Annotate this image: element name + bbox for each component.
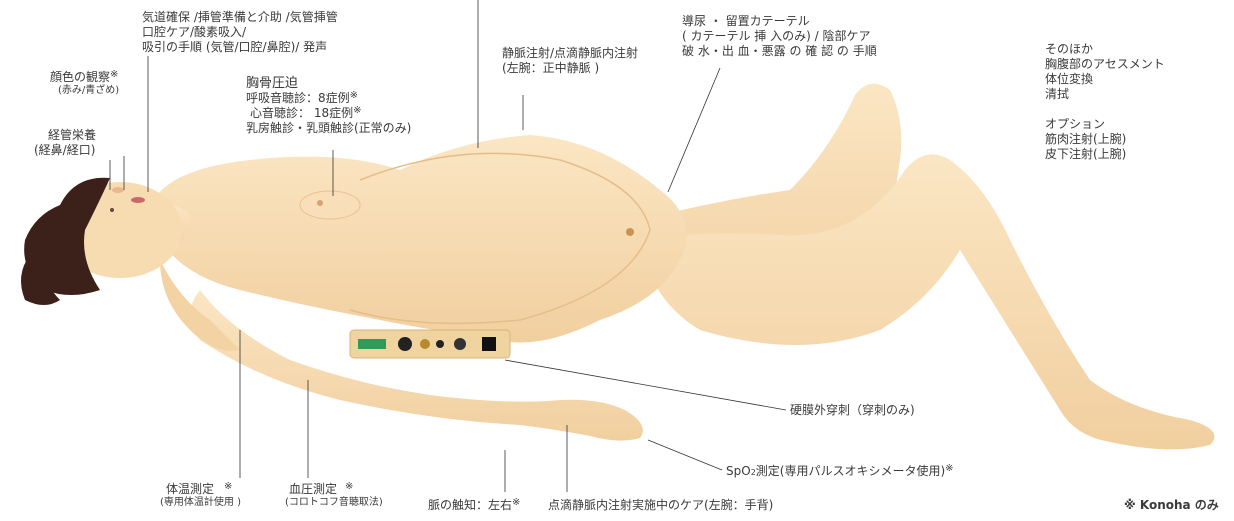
tube-feeding-sub: (経鼻/経口)	[34, 143, 96, 158]
catheter-label: 導尿 ・ 留置カテーテル ( カテーテル 挿 入のみ) / 陰部ケア 破 水・出…	[682, 14, 877, 59]
catheter-line-2: ( カテーテル 挿 入のみ) / 陰部ケア	[682, 29, 877, 44]
epidural-label: 硬膜外穿刺（穿刺のみ)	[790, 403, 915, 418]
option-item-2: 皮下注射(上腕)	[1045, 147, 1165, 162]
bp-mark: ※	[337, 481, 353, 492]
other-label: そのほか 胸腹部のアセスメント 体位変換 清拭 オプション 筋肉注射(上腕) 皮…	[1045, 42, 1165, 162]
leader-spo2	[648, 440, 722, 470]
footnote-mark: ※	[1124, 498, 1136, 512]
chest-label: 胸骨圧迫 呼吸音聴診：8症例※ 心音聴診： 18症例※ 乳房触診・乳頭触診(正常…	[246, 76, 411, 136]
airway-line-3: 吸引の手順 (気管/口腔/鼻腔)/ 発声	[142, 40, 338, 55]
pulse-text: 脈の触知：左右	[428, 498, 512, 512]
bp-sub: (コロトコフ音聴取法)	[285, 497, 383, 509]
breast-palpation: 乳房触診・乳頭触診(正常のみ)	[246, 121, 411, 136]
other-title: そのほか	[1045, 42, 1165, 57]
spo2-text: 測定(専用パルスオキシメータ使用)	[756, 464, 945, 478]
tube-feeding-label: 経管栄養 (経鼻/経口)	[34, 128, 96, 158]
chest-title: 胸骨圧迫	[246, 76, 411, 91]
torso	[150, 135, 687, 343]
pulse-label: 脈の触知：左右※	[428, 498, 520, 513]
other-item-1: 胸腹部のアセスメント	[1045, 57, 1165, 72]
spo2-mark: ※	[945, 463, 953, 474]
face-color-sub: (赤み/青ざめ)	[50, 85, 119, 97]
tube-feeding-title: 経管栄養	[34, 128, 96, 143]
spo2-prefix: SpO	[726, 464, 751, 478]
airway-label: 気道確保 /挿管準備と介助 /気管挿管 口腔ケア/酸素吸入/ 吸引の手順 (気管…	[142, 10, 338, 55]
iv-line-2: (左腕：正中静脈 )	[502, 61, 638, 76]
heart-sounds: 心音聴診： 18症例	[250, 106, 353, 120]
other-item-3: 清拭	[1045, 87, 1165, 102]
catheter-line-1: 導尿 ・ 留置カテーテル	[682, 14, 877, 29]
bp-title: 血圧測定	[289, 482, 337, 496]
breath-sounds: 呼吸音聴診：8症例	[246, 91, 350, 105]
other-item-2: 体位変換	[1045, 72, 1165, 87]
face-color-mark: ※	[110, 69, 118, 80]
option-item-1: 筋肉注射(上腕)	[1045, 132, 1165, 147]
temp-label: 体温測定※ (専用体温計使用 )	[160, 482, 241, 509]
footnote-text: Konoha のみ	[1140, 498, 1219, 512]
spo2-label: SpO2測定(専用パルスオキシメータ使用)※	[726, 464, 954, 480]
face-color-title: 顔色の観察	[50, 70, 110, 84]
iv-label: 静脈注射/点滴静脈内注射 (左腕：正中静脈 )	[502, 46, 638, 76]
temp-title: 体温測定	[166, 482, 214, 496]
iv-line-1: 静脈注射/点滴静脈内注射	[502, 46, 638, 61]
pulse-mark: ※	[512, 497, 520, 508]
iv-care-label: 点滴静脈内注射実施中のケア(左腕：手背)	[548, 498, 773, 513]
option-title: オプション	[1045, 117, 1165, 132]
temp-mark: ※	[214, 481, 232, 492]
face-color-label: 顔色の観察※ (赤み/青ざめ)	[50, 70, 119, 97]
footnote: ※ Konoha のみ	[1124, 498, 1219, 513]
breast	[300, 191, 360, 219]
right-leg	[640, 154, 1215, 449]
airway-line-2: 口腔ケア/酸素吸入/	[142, 25, 338, 40]
temp-sub: (専用体温計使用 )	[160, 497, 241, 509]
leader-catheter	[668, 68, 720, 192]
bp-label: 血圧測定※ (コロトコフ音聴取法)	[285, 482, 383, 509]
airway-line-1: 気道確保 /挿管準備と介助 /気管挿管	[142, 10, 338, 25]
catheter-line-3: 破 水・出 血・悪露 の 確 認 の 手順	[682, 44, 877, 59]
